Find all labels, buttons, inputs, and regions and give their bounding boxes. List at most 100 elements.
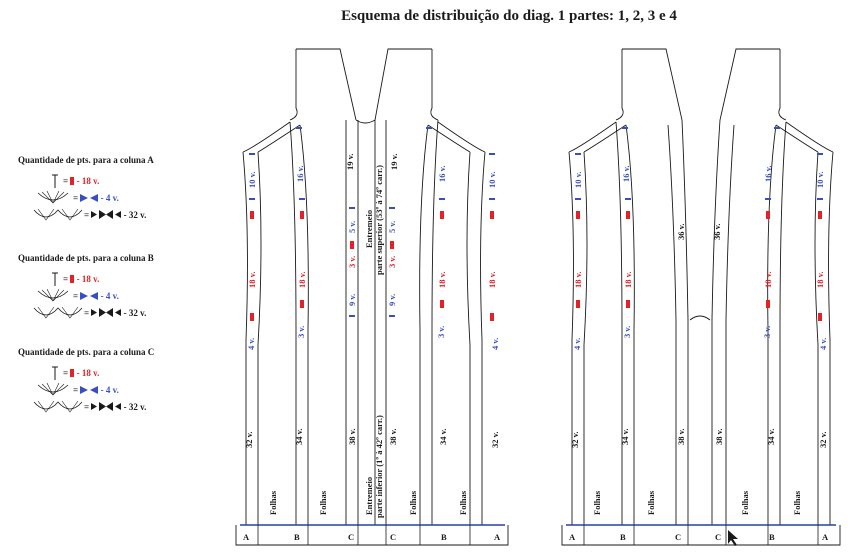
legend-heading: Quantidade de pts. para a coluna B [18,253,154,263]
label-19v: 19 v. [345,153,355,170]
label-entremeio-top-range: parte superior (53º à 74º carr.) [374,165,384,275]
legend-row-black: = - 32 v. [18,399,188,416]
column-label: C [390,532,396,542]
left-piece-outline [235,48,509,546]
column-label: A [494,532,501,542]
black-bowtie-icon [91,210,122,219]
label-entremeio-top: Entremeio [364,210,374,248]
label-3v-b: 3 v. [296,326,306,338]
pointer-cursor-icon [728,530,738,546]
label-36v-right: 36 v. [712,223,722,240]
black-bowtie-icon [91,402,122,411]
double-fan-stitch-icon [33,400,83,413]
legend-row-blue: = - 4 v. [18,190,188,207]
label-folhas: Folhas [268,490,278,515]
label-9v: 9 v. [347,294,357,306]
label-16v: 16 v. [621,165,631,182]
blue-bowtie-icon [80,386,99,394]
red-square-icon [70,177,75,185]
label-38v: 38 v. [676,428,686,445]
fan-stitch-icon [37,382,69,396]
legend-row-red: = - 18 v. [18,271,188,288]
legend-column-c: Quantidade de pts. para a coluna C = - 1… [18,347,188,416]
label-19v-right: 19 v. [389,153,399,170]
right-piece-outline [561,48,841,546]
column-label: C [348,532,354,542]
legend-row-blue: = - 4 v. [18,382,188,399]
label-38v-right: 38 v. [388,428,398,445]
column-label: A [822,532,829,542]
label-18v-a-right: 18 v. [815,271,825,288]
legend-row-red: = - 18 v. [18,173,188,190]
fan-stitch-icon [37,190,69,204]
label-34v: 34 v. [294,428,304,445]
label-folhas: Folhas [592,490,602,515]
label-4v-right: 4 v. [818,338,828,350]
label-folhas: Folhas [792,490,802,515]
label-entremeio-bottom-range: parte inferior (1º à 42º carr.) [374,415,384,518]
red-square-icon [70,275,75,283]
label-4v: 4 v. [572,338,582,350]
column-label: A [243,532,250,542]
label-3v-right: 3 v. [762,326,772,338]
label-18v-b: 18 v. [623,271,633,288]
single-crochet-icon [52,366,58,380]
red-square-icon [70,369,75,377]
legend-row-red: = - 18 v. [18,365,188,382]
label-16v-right: 16 v. [763,165,773,182]
label-34v-right: 34 v. [766,428,776,445]
label-32v: 32 v. [570,431,580,448]
label-36v: 36 v. [676,223,686,240]
red-markers [250,211,822,321]
label-3v-right: 3 v. [387,256,397,268]
legend-row-black: = - 32 v. [18,207,188,224]
label-34v: 34 v. [620,428,630,445]
label-5v-right: 5 v. [387,221,397,233]
legend-heading: Quantidade de pts. para a coluna C [18,347,155,357]
label-4v-right: 4 v. [490,338,500,350]
label-38v: 38 v. [347,428,357,445]
label-18v-b: 18 v. [297,271,307,288]
column-label: B [294,532,300,542]
column-label: B [620,532,626,542]
label-9v-right: 9 v. [387,294,397,306]
label-32v-right: 32 v. [818,431,828,448]
diagram-title: Esquema de distribuição do diag. 1 parte… [341,8,677,24]
fan-stitch-icon [37,288,69,302]
label-32v-right: 32 v. [490,431,500,448]
label-folhas: Folhas [646,490,656,515]
blue-bowtie-icon [80,292,99,300]
label-folhas: Folhas [408,490,418,515]
column-label: C [715,532,721,542]
label-10v-right: 10 v. [487,171,497,188]
label-38v-right: 38 v. [714,428,724,445]
black-bowtie-icon [91,308,122,317]
double-fan-stitch-icon [33,306,83,319]
legend-row-blue: = - 4 v. [18,288,188,305]
blue-bowtie-icon [80,194,99,202]
single-crochet-icon [52,272,58,286]
label-18v-b-right: 18 v. [763,271,773,288]
label-folhas: Folhas [318,490,328,515]
column-label: B [769,532,775,542]
label-3v-b-right: 3 v. [436,326,446,338]
label-18v-b-right: 18 v. [437,271,447,288]
label-3v: 3 v. [347,256,357,268]
label-10v-right: 10 v. [815,171,825,188]
double-fan-stitch-icon [33,208,83,221]
legend-column-a: Quantidade de pts. para a coluna A = - 1… [18,155,188,224]
label-10v: 10 v. [247,171,257,188]
label-34v-right: 34 v. [438,428,448,445]
legend-row-black: = - 32 v. [18,305,188,322]
single-crochet-icon [52,174,58,188]
label-folhas: Folhas [740,490,750,515]
label-5v: 5 v. [347,221,357,233]
label-10v: 10 v. [573,171,583,188]
label-4v: 4 v. [246,338,256,350]
column-label: C [675,532,681,542]
blue-ticks [249,127,823,317]
label-32v: 32 v. [244,431,254,448]
label-18v: 18 v. [247,271,257,288]
label-18v: 18 v. [573,271,583,288]
